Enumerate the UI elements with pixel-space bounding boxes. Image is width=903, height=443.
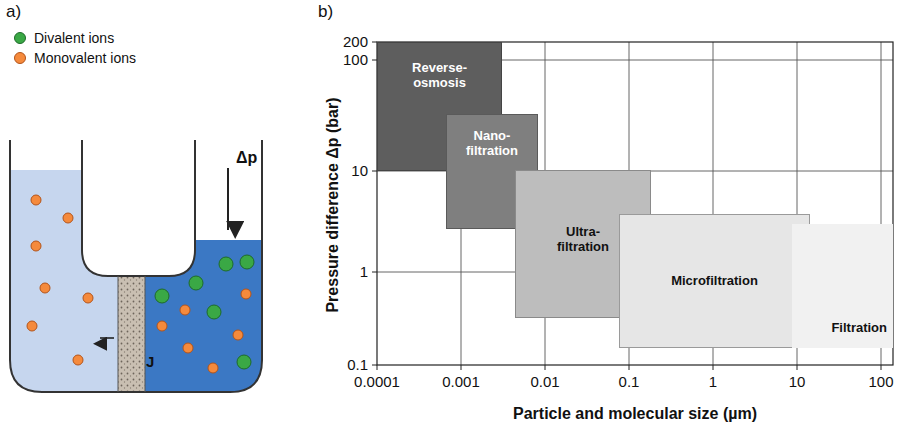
legend-swatch	[14, 32, 26, 44]
region-label: Filtration	[831, 321, 887, 336]
process-region: Filtration	[792, 224, 893, 348]
tick	[461, 365, 462, 370]
panel-label: a)	[6, 3, 21, 22]
tick	[377, 365, 378, 370]
legend-swatch	[14, 52, 26, 64]
panel-label: b)	[318, 3, 333, 22]
legend-text: Monovalent ions	[34, 50, 136, 66]
pressure-label: Δp	[236, 149, 257, 167]
monovalent-ions	[27, 195, 251, 373]
tick-label: 0.01	[530, 374, 559, 391]
tick-label: 1	[709, 374, 717, 391]
divalent-ions	[155, 255, 254, 369]
tick-label: 10	[351, 163, 368, 180]
tick-label: 100	[868, 374, 893, 391]
tick	[629, 365, 630, 370]
tick-label: 0.0001	[354, 374, 400, 391]
plot-frame	[377, 42, 893, 365]
tick-label: 10	[789, 374, 806, 391]
pressure-arrow	[227, 168, 229, 230]
u-tube-wall	[10, 140, 262, 392]
tick-label: 100	[343, 52, 368, 69]
tick	[881, 365, 882, 370]
tick-label: 0.1	[347, 357, 368, 374]
tick	[797, 365, 798, 370]
u-tube-liquid	[10, 170, 265, 400]
tick-label: 1	[360, 264, 368, 281]
tick	[372, 272, 377, 273]
tick-label: 0.001	[442, 374, 480, 391]
tick	[545, 365, 546, 370]
region-label: Reverse- osmosis	[412, 61, 467, 91]
region-label: Microfiltration	[671, 274, 758, 289]
tick-label: 0.1	[619, 374, 640, 391]
tick	[713, 365, 714, 370]
process-region: Microfiltration	[619, 214, 810, 348]
legend-entry: Monovalent ions	[14, 50, 136, 66]
tick	[372, 365, 377, 366]
legend-text: Divalent ions	[34, 30, 114, 46]
flux-label: J	[146, 354, 154, 371]
axis-title: Particle and molecular size (µm)	[513, 405, 757, 423]
region-label: Nano- filtration	[466, 129, 518, 159]
axis-title: Pressure difference Δp (bar)	[324, 97, 342, 312]
tick-label: 200	[343, 34, 368, 51]
flux-arrow	[100, 337, 114, 339]
region-label: Ultra- filtration	[557, 225, 609, 255]
legend-entry: Divalent ions	[14, 30, 114, 46]
membrane	[118, 270, 145, 400]
